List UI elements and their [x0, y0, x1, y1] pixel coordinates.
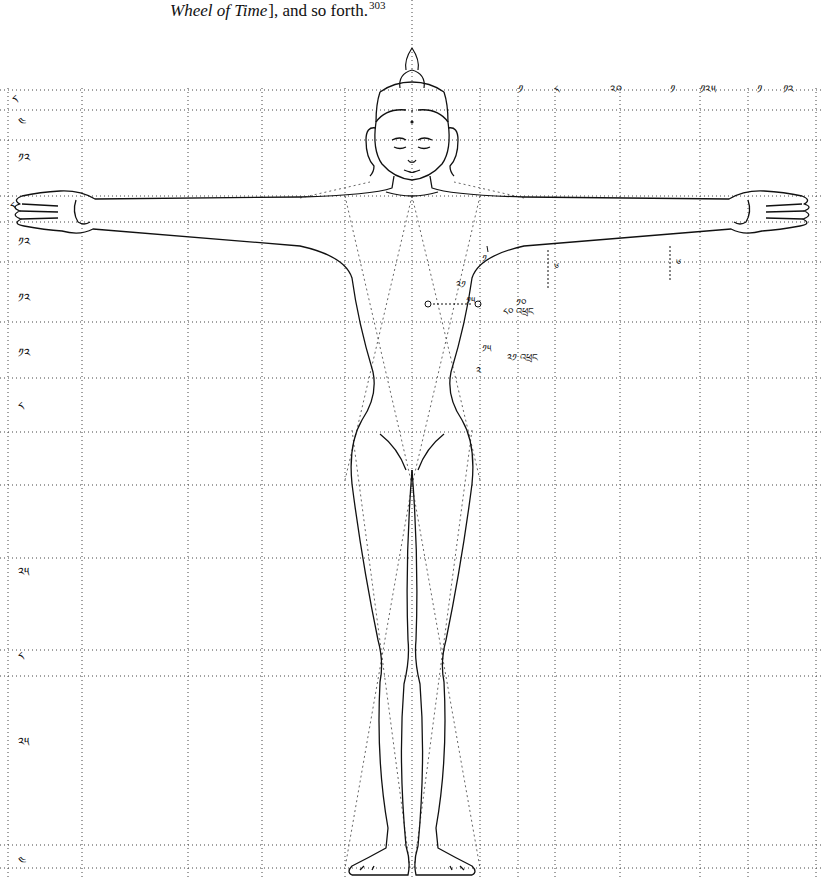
callout-number: ༨༠ འཕྲང: [503, 307, 534, 317]
callout-number: ༡༥: [482, 344, 491, 354]
grid-measure: ༡༢: [783, 84, 794, 95]
grid-measure: ༨: [554, 84, 560, 95]
grid-measure: ༤: [18, 855, 26, 867]
grid-measure: ༡༢: [18, 236, 30, 248]
chest-marks: [425, 246, 670, 307]
grid-measure: ༨: [18, 400, 24, 412]
callout-number: ༡༥: [466, 296, 475, 306]
construction-lines: [300, 182, 524, 868]
callout-number: ༢: [476, 366, 481, 376]
grid-measure: ༡: [670, 84, 675, 95]
grid-measure: ༡: [757, 84, 762, 95]
grid-measure: ༡༢: [18, 292, 30, 304]
body-outline: [15, 82, 412, 875]
callout-number: ༦: [676, 258, 681, 268]
callout-number: ༢༡: [456, 280, 466, 290]
caption-italic: Wheel of Time: [170, 2, 267, 19]
grid-measure: ༨: [18, 650, 24, 662]
grid-measure: ༢༥: [18, 736, 29, 748]
grid-measure: ༢༠: [610, 84, 622, 95]
grid-measure: ༢༥: [18, 566, 29, 578]
grid-measure: ༡༢༥: [700, 84, 716, 95]
callout-number: ༡: [482, 254, 487, 264]
grid-measure: ༤: [18, 116, 26, 128]
caption-text: ], and so forth.: [268, 2, 368, 19]
callout-number: ༢༡ འཕྲང: [507, 353, 538, 363]
grid-measure: ༡: [518, 84, 523, 95]
grid-measure: ༨: [10, 200, 16, 212]
callout-number: ༦: [554, 262, 559, 272]
ushnisha: [400, 48, 425, 123]
grid-measure: ༡༢: [18, 347, 30, 359]
grid-measure: ༡༢: [18, 152, 30, 164]
footnote-number: 303: [369, 0, 386, 11]
grid-measure: ༨: [12, 93, 18, 105]
